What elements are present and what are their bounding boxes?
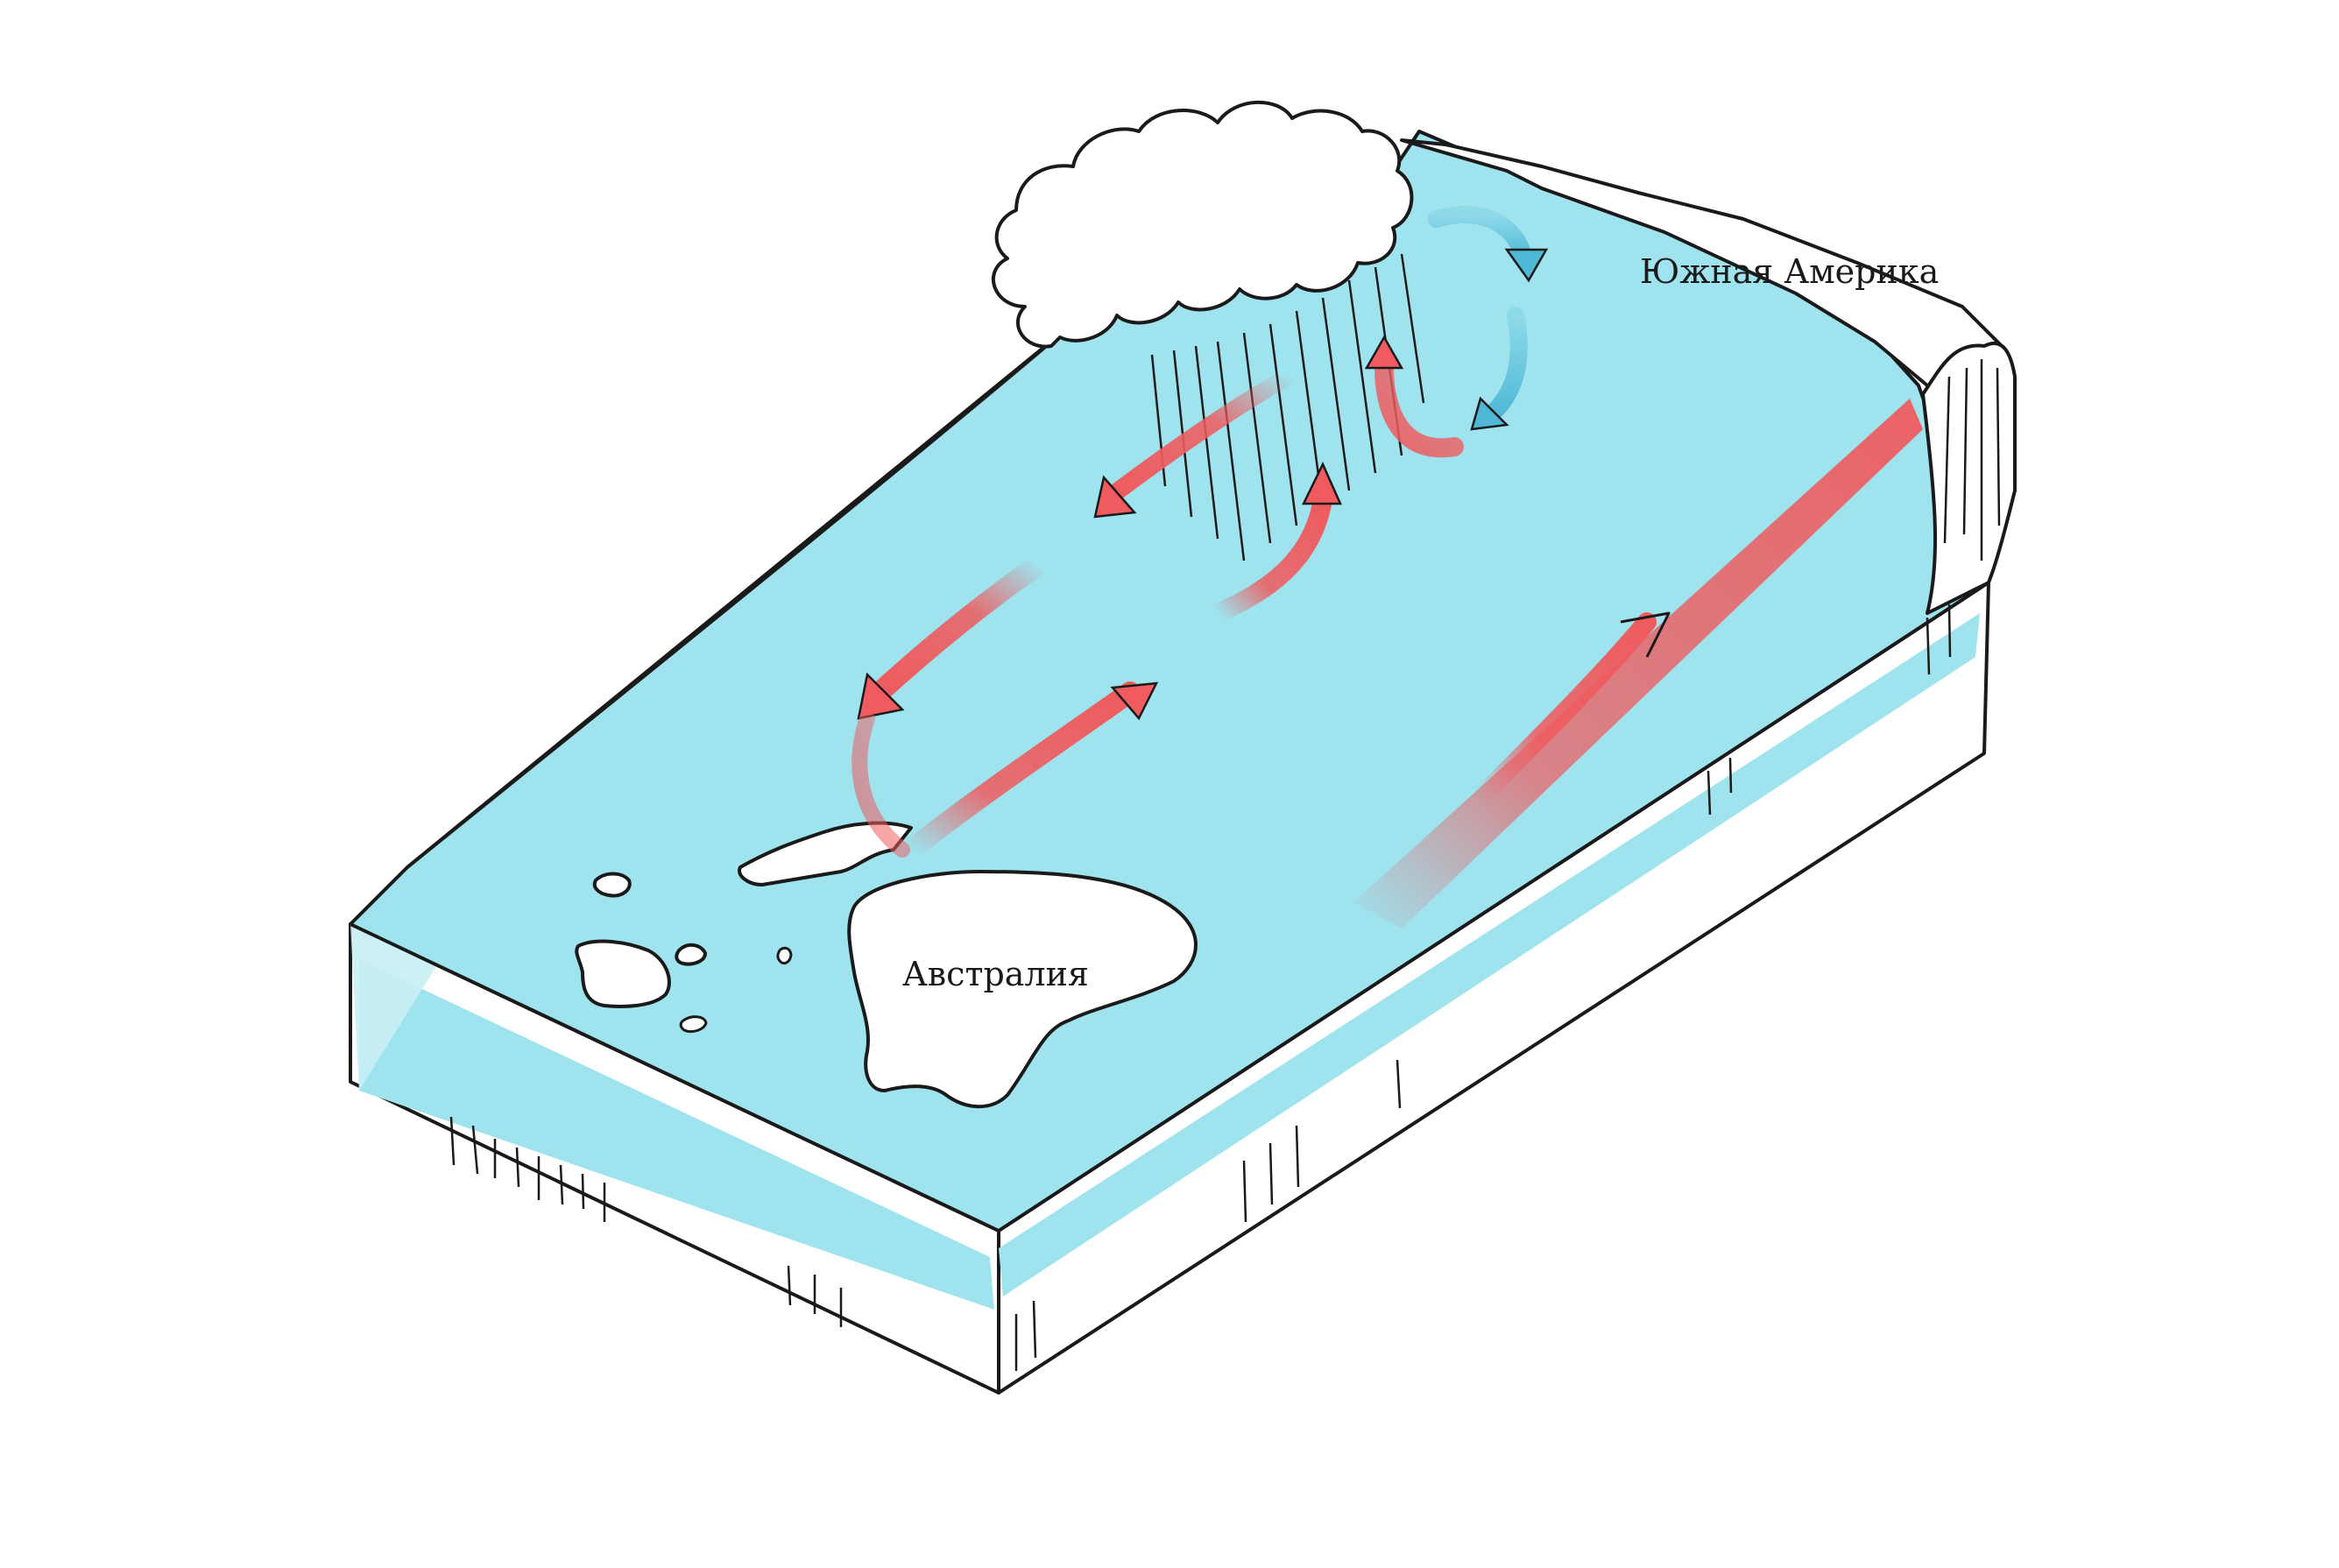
upper-west-arrowhead xyxy=(1093,475,1137,519)
island-b xyxy=(575,939,671,1008)
cliff-hatching xyxy=(1943,359,2001,561)
right-face-hatching xyxy=(1014,604,1952,1371)
new-guinea-land xyxy=(738,821,913,886)
island-a xyxy=(592,872,632,898)
front-water-band xyxy=(359,959,994,1310)
warm-current-band xyxy=(1353,399,1923,929)
warm-current-arrow xyxy=(1471,612,1657,807)
cold-arrowhead-side xyxy=(1470,396,1509,431)
cold-arrow-top xyxy=(1428,206,1533,267)
upper-west-arrow xyxy=(1104,368,1297,504)
middle-west-arrow xyxy=(874,554,1049,698)
australia-land xyxy=(847,870,1198,1109)
descending-loop xyxy=(852,710,910,858)
right-water-band xyxy=(999,613,1980,1296)
island-e xyxy=(679,1015,708,1034)
front-face-hatching xyxy=(449,1116,843,1327)
warm-current-arrowhead xyxy=(1620,611,1671,658)
andes-cliff xyxy=(1921,341,2017,615)
surface-east-arrowhead xyxy=(1110,682,1159,721)
warm-rising-arrow-left xyxy=(1208,490,1332,623)
cold-arrow-side xyxy=(1480,307,1528,425)
cloud xyxy=(991,100,1414,349)
surface-east-arrow xyxy=(901,682,1141,860)
warm-rising-arrowhead-right xyxy=(1364,335,1404,370)
south-america-label: Южная Америка xyxy=(1640,252,1940,291)
warm-rising-arrow-right xyxy=(1374,358,1464,458)
warm-rising-arrowhead-left xyxy=(1301,462,1342,505)
cold-arrowhead-top xyxy=(1504,248,1549,283)
australia-label: Австралия xyxy=(902,955,1089,993)
block-top-back-edge xyxy=(406,318,1079,869)
left-end-water xyxy=(350,924,438,1091)
island-d xyxy=(776,946,793,965)
island-c xyxy=(675,943,708,966)
middle-west-arrowhead xyxy=(857,672,905,720)
